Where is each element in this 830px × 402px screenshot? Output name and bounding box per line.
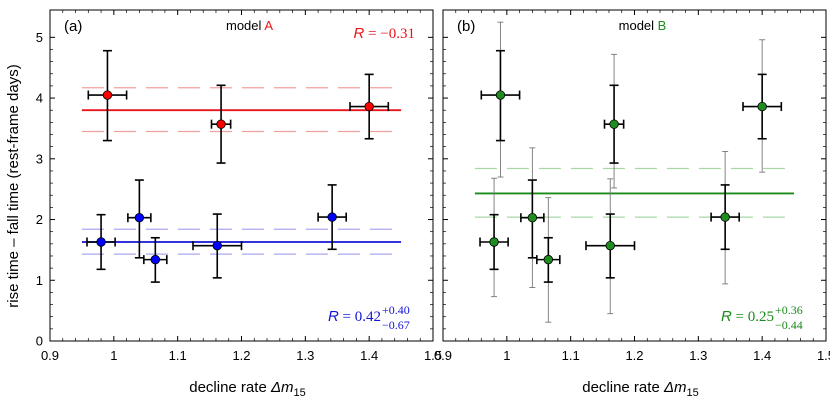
y-tick-label: 2 [36,212,43,227]
x-tick-label: 0.9 [41,348,59,363]
panel-label: (b) [457,18,475,35]
correlation-label: R = 0.42 [328,308,381,325]
x-tick-label: 1.4 [360,348,378,363]
x-tick-label: 1.1 [562,348,580,363]
y-axis-title: rise time – fall time (rest-frame days) [5,64,22,307]
data-point [364,101,374,112]
x-tick-label: 1 [110,348,117,363]
data-point [757,101,767,112]
correlation-label: R = 0.25 [721,308,774,325]
data-point [489,237,499,247]
panel-label: (a) [64,18,82,35]
data-point [96,237,106,247]
data-point [609,119,619,129]
panel-a: 0.9 1 1.1 1.2 1.3 1.4 1.5 0 1 2 3 4 5 decline rate Δm… [36,9,442,399]
x-axis-title: decline rate Δm15 [189,379,306,399]
y-tick-label: 1 [36,273,43,288]
data-point [150,254,161,265]
data-point [527,213,538,223]
y-tick-label: 5 [36,30,43,45]
correlation-sub: −0.44 [775,318,803,332]
correlation-sub: −0.67 [382,318,410,332]
data-point [216,119,226,129]
correlation-label: R = −0.31 [353,25,415,42]
y-tick-label: 4 [36,91,43,106]
correlation-sup: +0.40 [382,303,410,317]
x-tick-label: 1.2 [625,348,643,363]
x-axis-title: decline rate Δm15 [582,379,699,399]
data-point [134,213,145,223]
y-tick-label: 3 [36,151,43,166]
data-point [720,212,730,222]
panel-b: 0.9 1 1.1 1.2 1.3 1.4 1.5 decline rate Δm15 (b) m… [434,9,830,399]
data-point [327,212,337,222]
x-tick-label: 1.3 [296,348,314,363]
x-tick-label: 1 [503,348,510,363]
model-label: model A [226,18,273,33]
y-tick-label: 0 [36,334,43,349]
x-tick-label: 1.1 [169,348,187,363]
x-tick-label: 1.4 [753,348,771,363]
correlation-sup: +0.36 [775,303,803,317]
x-tick-label: 1.3 [689,348,707,363]
data-point [605,240,615,251]
x-tick-label: 1.5 [817,348,830,363]
x-tick-label: 0.9 [434,348,452,363]
model-label: model B [619,18,667,33]
data-point [102,90,113,100]
x-tick-label: 1.5 [424,348,442,363]
data-point [495,90,506,100]
data-point [212,240,222,251]
x-tick-label: 1.2 [232,348,250,363]
data-point [543,254,554,265]
